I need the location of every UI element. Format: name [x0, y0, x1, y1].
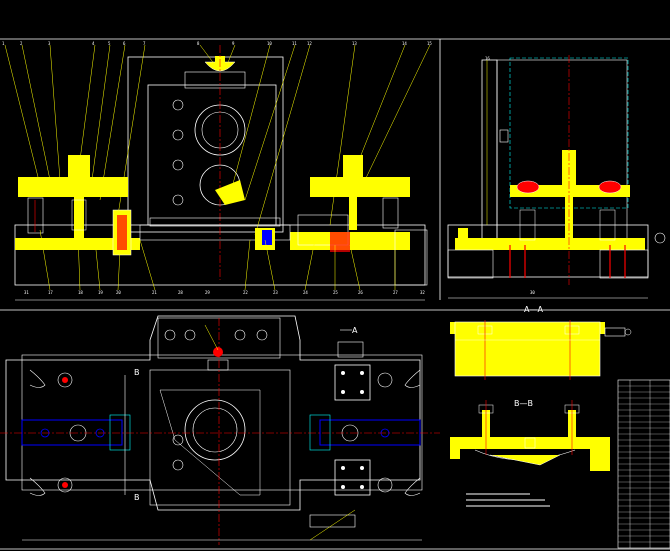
balloon-label: 29	[205, 290, 210, 295]
balloon-label: 27	[393, 290, 398, 295]
balloon-label: 7	[143, 41, 146, 46]
section-aa-view: A—A	[450, 305, 632, 380]
balloon-label: 8	[197, 41, 200, 46]
balloon-label: 25	[333, 290, 338, 295]
section-b-mark-top: B	[134, 368, 140, 377]
balloon-label: 26	[358, 290, 363, 295]
front-view-leaders	[4, 44, 431, 291]
section-b-mark-bottom: B	[134, 493, 140, 502]
balloon-label: 3	[48, 41, 51, 46]
balloon-label: 30	[530, 290, 535, 295]
section-aa-title: A—A	[524, 305, 543, 314]
balloon-label: 17	[48, 290, 53, 295]
balloon-label: 12	[307, 41, 312, 46]
section-bb-title: B—B	[514, 399, 533, 408]
section-markers: A B B	[134, 326, 358, 502]
drawing-frame	[0, 38, 670, 550]
balloon-label: 20	[116, 290, 121, 295]
balloon-label: 15	[427, 41, 432, 46]
balloon-label: 28	[178, 290, 183, 295]
balloon-label: 10	[267, 41, 272, 46]
plan-view	[0, 315, 440, 545]
balloon-labels-top: 1 2 3 4 5 6 7 8 9 10 11 12 13 14 15 16	[2, 41, 490, 61]
balloon-label: 5	[108, 41, 111, 46]
balloon-label: 1	[2, 41, 5, 46]
balloon-label: 11	[292, 41, 297, 46]
balloon-label: 31	[24, 290, 29, 295]
section-bb-view: B—B	[450, 399, 610, 471]
balloon-label: 9	[232, 41, 235, 46]
parts-list-table	[617, 379, 670, 549]
balloon-label: 24	[303, 290, 308, 295]
balloon-label: 32	[420, 290, 425, 295]
balloon-label: 13	[352, 41, 357, 46]
section-a-mark: A	[352, 326, 358, 335]
balloon-label: 14	[402, 41, 407, 46]
balloon-label: 22	[243, 290, 248, 295]
balloon-label: 23	[273, 290, 278, 295]
balloon-label: 16	[485, 56, 490, 61]
balloon-label: 4	[92, 41, 95, 46]
balloon-label: 6	[123, 41, 126, 46]
balloon-label: 2	[20, 41, 23, 46]
front-view	[14, 45, 428, 301]
balloon-label: 18	[78, 290, 83, 295]
balloon-label: 19	[98, 290, 103, 295]
technical-notes	[466, 493, 550, 507]
side-view	[447, 55, 666, 299]
balloon-labels-bottom: 17 18 19 20 21 22 23 24 25 26 27 28 29 3…	[24, 290, 535, 295]
balloon-label: 21	[152, 290, 157, 295]
